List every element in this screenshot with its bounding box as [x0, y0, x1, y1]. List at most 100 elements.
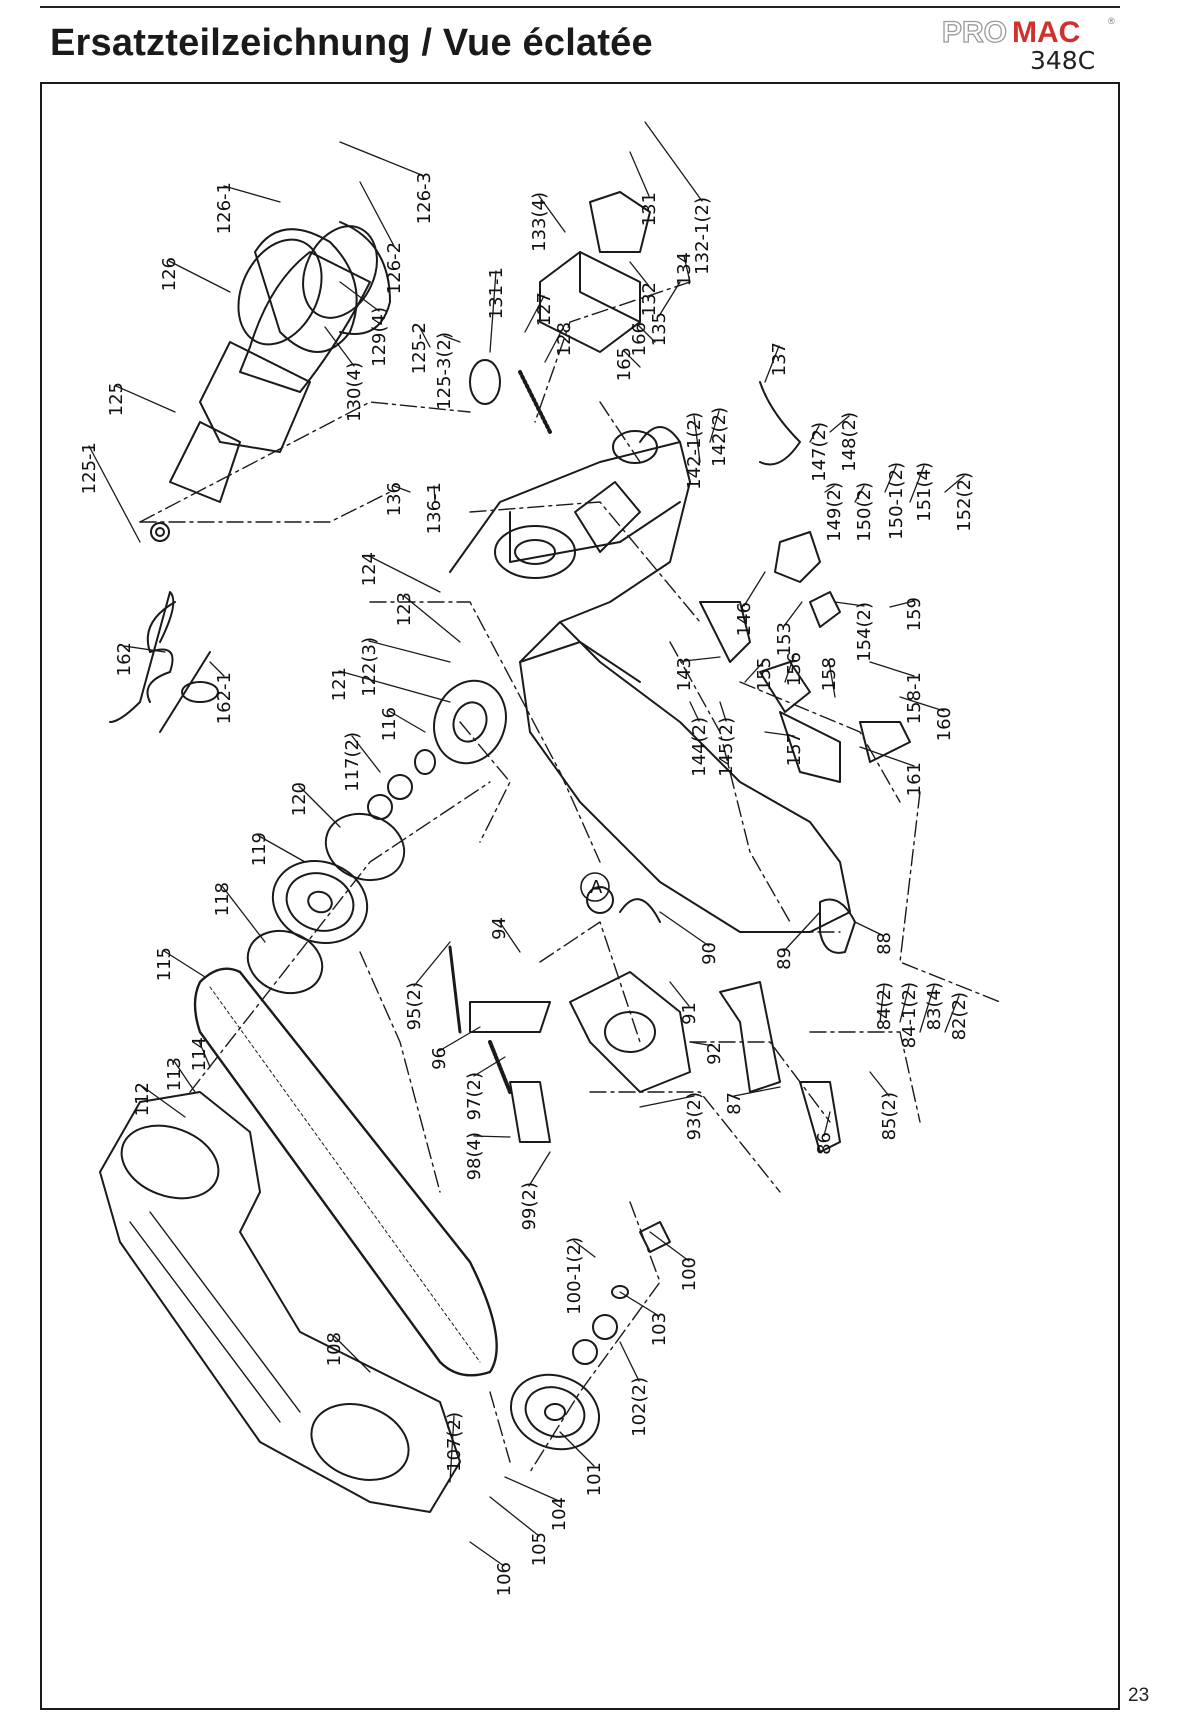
leader-line-116 — [388, 710, 426, 733]
part-label-122: 122(3) — [359, 637, 380, 697]
part-label-105: 105 — [529, 1532, 550, 1566]
part-label-119: 119 — [249, 832, 270, 866]
leader-line-126-3 — [339, 141, 425, 177]
leader-line-88 — [854, 921, 885, 937]
leader-line-132-1 — [644, 121, 703, 202]
part-label-86: 86 — [814, 1132, 835, 1155]
leader-line-102 — [619, 1341, 640, 1382]
part-label-88: 88 — [874, 932, 895, 955]
part-label-125-2: 125-2 — [409, 322, 430, 374]
part-label-95: 95(2) — [404, 982, 425, 1030]
part-label-157: 157 — [784, 732, 805, 766]
part-label-158: 158 — [819, 657, 840, 691]
leader-line-131-1 — [489, 270, 497, 353]
lower-wheel — [509, 1221, 671, 1451]
part-label-84: 84(2) — [874, 982, 895, 1030]
motor-assembly — [150, 221, 391, 542]
leader-line-142 — [709, 410, 720, 443]
part-label-137: 137 — [769, 342, 790, 376]
leader-line-106 — [469, 1541, 505, 1567]
part-label-114: 114 — [189, 1037, 210, 1071]
leader-line-134 — [683, 255, 691, 283]
part-label-84-1: 84-1(2) — [899, 982, 920, 1048]
part-label-125: 125 — [106, 382, 127, 416]
part-label-102: 102(2) — [629, 1377, 650, 1437]
part-label-97: 97(2) — [464, 1072, 485, 1120]
switch-box — [469, 191, 651, 434]
part-label-142-1: 142-1(2) — [684, 412, 705, 490]
leader-line-107 — [449, 1415, 455, 1483]
part-labels: 125-1125126126-1126-2126-3129(4)130(4)12… — [79, 172, 975, 1596]
part-label-100-1: 100-1(2) — [564, 1237, 585, 1315]
page-number: 23 — [1128, 1685, 1150, 1706]
leader-line-125 — [115, 385, 176, 413]
part-label-136-1: 136-1 — [424, 482, 445, 534]
part-label-162-1: 162-1 — [214, 672, 235, 724]
part-label-150: 150(2) — [854, 482, 875, 542]
leader-line-94 — [498, 920, 521, 953]
page-title: Ersatzteilzeichnung / Vue éclatée — [50, 22, 653, 64]
leader-line-147 — [809, 425, 820, 443]
leader-line-129 — [339, 281, 380, 312]
leader-line-166 — [638, 325, 656, 343]
leader-line-83 — [919, 985, 935, 1033]
drawing-frame — [40, 82, 1120, 1710]
part-label-126: 126 — [159, 257, 180, 291]
leader-line-104 — [504, 1476, 560, 1502]
part-label-125-3: 125-3(2) — [434, 332, 455, 410]
part-label-118: 118 — [212, 882, 233, 916]
part-label-91: 91 — [679, 1002, 700, 1025]
leader-line-100-1 — [573, 1240, 596, 1258]
leader-line-156 — [784, 655, 795, 683]
part-label-135: 135 — [649, 312, 670, 346]
part-label-83: 83(4) — [924, 982, 945, 1030]
callout-circle-a — [580, 872, 610, 902]
leader-line-87 — [733, 1086, 781, 1097]
main-frame — [449, 426, 851, 933]
part-label-131-1: 131-1 — [486, 267, 507, 319]
logo-part-1: PRO — [942, 16, 1007, 48]
part-label-161: 161 — [904, 762, 925, 796]
part-label-143: 143 — [674, 657, 695, 691]
leader-line-162-1 — [209, 661, 225, 677]
leader-line-125-2 — [418, 325, 431, 348]
part-label-152: 152(2) — [954, 472, 975, 532]
part-label-155: 155 — [754, 657, 775, 691]
part-label-144: 144(2) — [689, 717, 710, 777]
leader-line-117 — [351, 735, 381, 773]
part-label-92: 92 — [704, 1042, 725, 1065]
logo-part-2: MAC — [1012, 16, 1080, 48]
leader-line-152 — [944, 475, 965, 493]
leader-line-144 — [689, 701, 700, 722]
leader-line-160 — [899, 696, 945, 712]
exploded-view-drawing: 125-1125126126-1126-2126-3129(4)130(4)12… — [79, 121, 1001, 1596]
leader-line-113 — [173, 1060, 196, 1093]
leader-line-99 — [528, 1151, 551, 1187]
leader-line-135 — [658, 281, 681, 317]
leader-line-84-1 — [899, 985, 910, 1023]
leader-line-158 — [828, 660, 836, 698]
part-label-115: 115 — [154, 947, 175, 981]
drive-wheel-stack — [246, 679, 614, 995]
leader-line-85 — [869, 1071, 890, 1097]
leader-line-159 — [889, 600, 915, 608]
part-label-125-1: 125-1 — [79, 442, 100, 494]
part-label-133: 133(4) — [529, 192, 550, 252]
leader-line-149 — [824, 485, 835, 493]
leader-line-126-1 — [223, 185, 281, 203]
top-rule — [40, 6, 1120, 8]
part-label-159: 159 — [904, 597, 925, 631]
leader-line-137 — [764, 345, 780, 383]
part-label-162: 162 — [114, 642, 135, 676]
leader-line-153 — [783, 601, 803, 627]
part-label-151: 151(4) — [914, 462, 935, 522]
part-label-117: 117(2) — [342, 732, 363, 792]
part-label-96: 96 — [429, 1047, 450, 1070]
part-label-146: 146 — [734, 602, 755, 636]
leader-line-86 — [823, 1111, 831, 1137]
part-label-165: 165 — [614, 347, 635, 381]
leader-line-118 — [221, 885, 266, 943]
part-label-148: 148(2) — [839, 412, 860, 472]
part-label-93: 93(2) — [684, 1092, 705, 1140]
part-label-145: 145(2) — [716, 717, 737, 777]
